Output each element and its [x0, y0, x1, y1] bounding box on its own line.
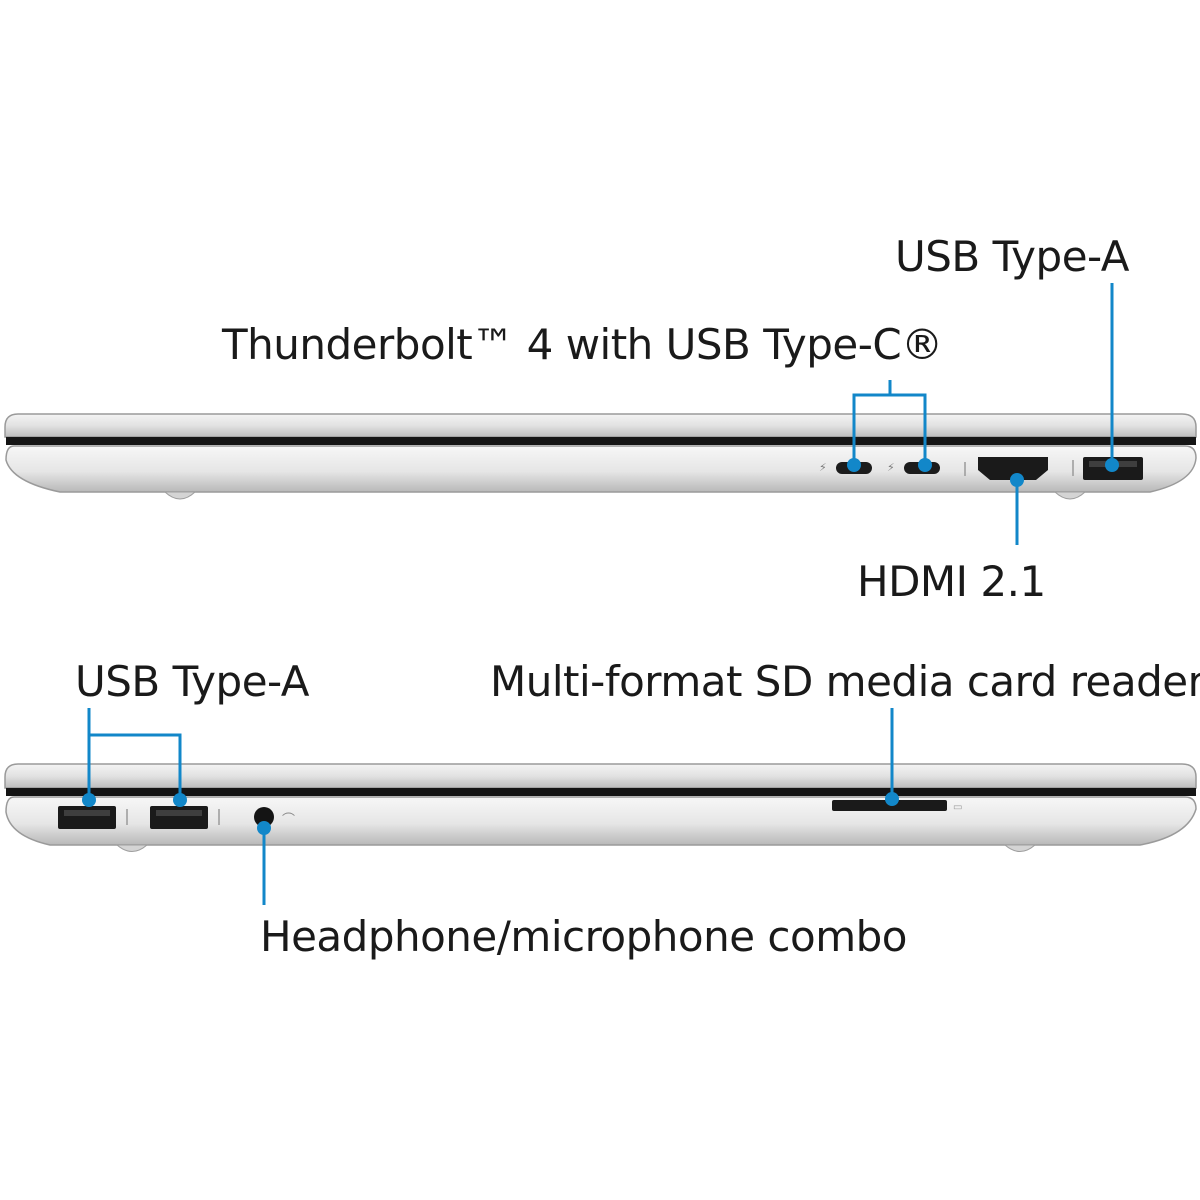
- callout-dot-usb-c-2: [918, 458, 932, 472]
- usb-a-port-1-tongue: [64, 810, 110, 816]
- hinge-gap: [6, 437, 1196, 445]
- hdmi-port: [978, 457, 1048, 480]
- usb-a-port-1: [58, 806, 116, 829]
- sd-card-symbol: ▭: [953, 802, 962, 813]
- rubber-foot-left: [115, 844, 149, 852]
- callout-dot-hdmi: [1010, 473, 1024, 487]
- usb-a-port-2-tongue: [156, 810, 202, 816]
- rubber-foot-left: [163, 491, 197, 500]
- callout-dot-sd-reader: [885, 792, 899, 806]
- callout-dot-usb-a-1: [82, 793, 96, 807]
- callout-lines-left: [87, 708, 894, 905]
- rubber-foot-right: [1053, 491, 1087, 500]
- laptop-base: [5, 445, 1197, 493]
- thunderbolt-symbol-2: ⚡: [887, 461, 895, 474]
- laptop-lid: [4, 763, 1197, 789]
- headset-symbol: ⌒: [282, 813, 295, 828]
- callout-dot-usb-a-2: [173, 793, 187, 807]
- laptop-right-side: ⚡ ⚡: [4, 283, 1197, 545]
- callout-dot-audio-jack: [257, 821, 271, 835]
- rubber-foot-right: [1003, 844, 1037, 852]
- laptop-lid: [4, 413, 1197, 438]
- callout-dot-usb-a: [1105, 458, 1119, 472]
- laptop-left-side: ⌒ ▭: [4, 708, 1197, 905]
- label-sd-card-reader: Multi-format SD media card reader: [490, 657, 1200, 706]
- label-headphone-microphone-combo: Headphone/microphone combo: [260, 912, 907, 961]
- hinge-gap: [6, 788, 1196, 796]
- label-thunderbolt-usb-c: Thunderbolt™ 4 with USB Type-C®: [222, 320, 943, 369]
- usb-a-port-2: [150, 806, 208, 829]
- label-usb-type-a-right: USB Type-A: [895, 232, 1130, 281]
- label-hdmi: HDMI 2.1: [857, 557, 1046, 606]
- callout-dot-usb-c-1: [847, 458, 861, 472]
- audio-jack-port: [254, 807, 274, 827]
- callout-lines-right: [852, 283, 1114, 545]
- thunderbolt-symbol-1: ⚡: [819, 461, 827, 474]
- label-usb-type-a-left: USB Type-A: [75, 657, 310, 706]
